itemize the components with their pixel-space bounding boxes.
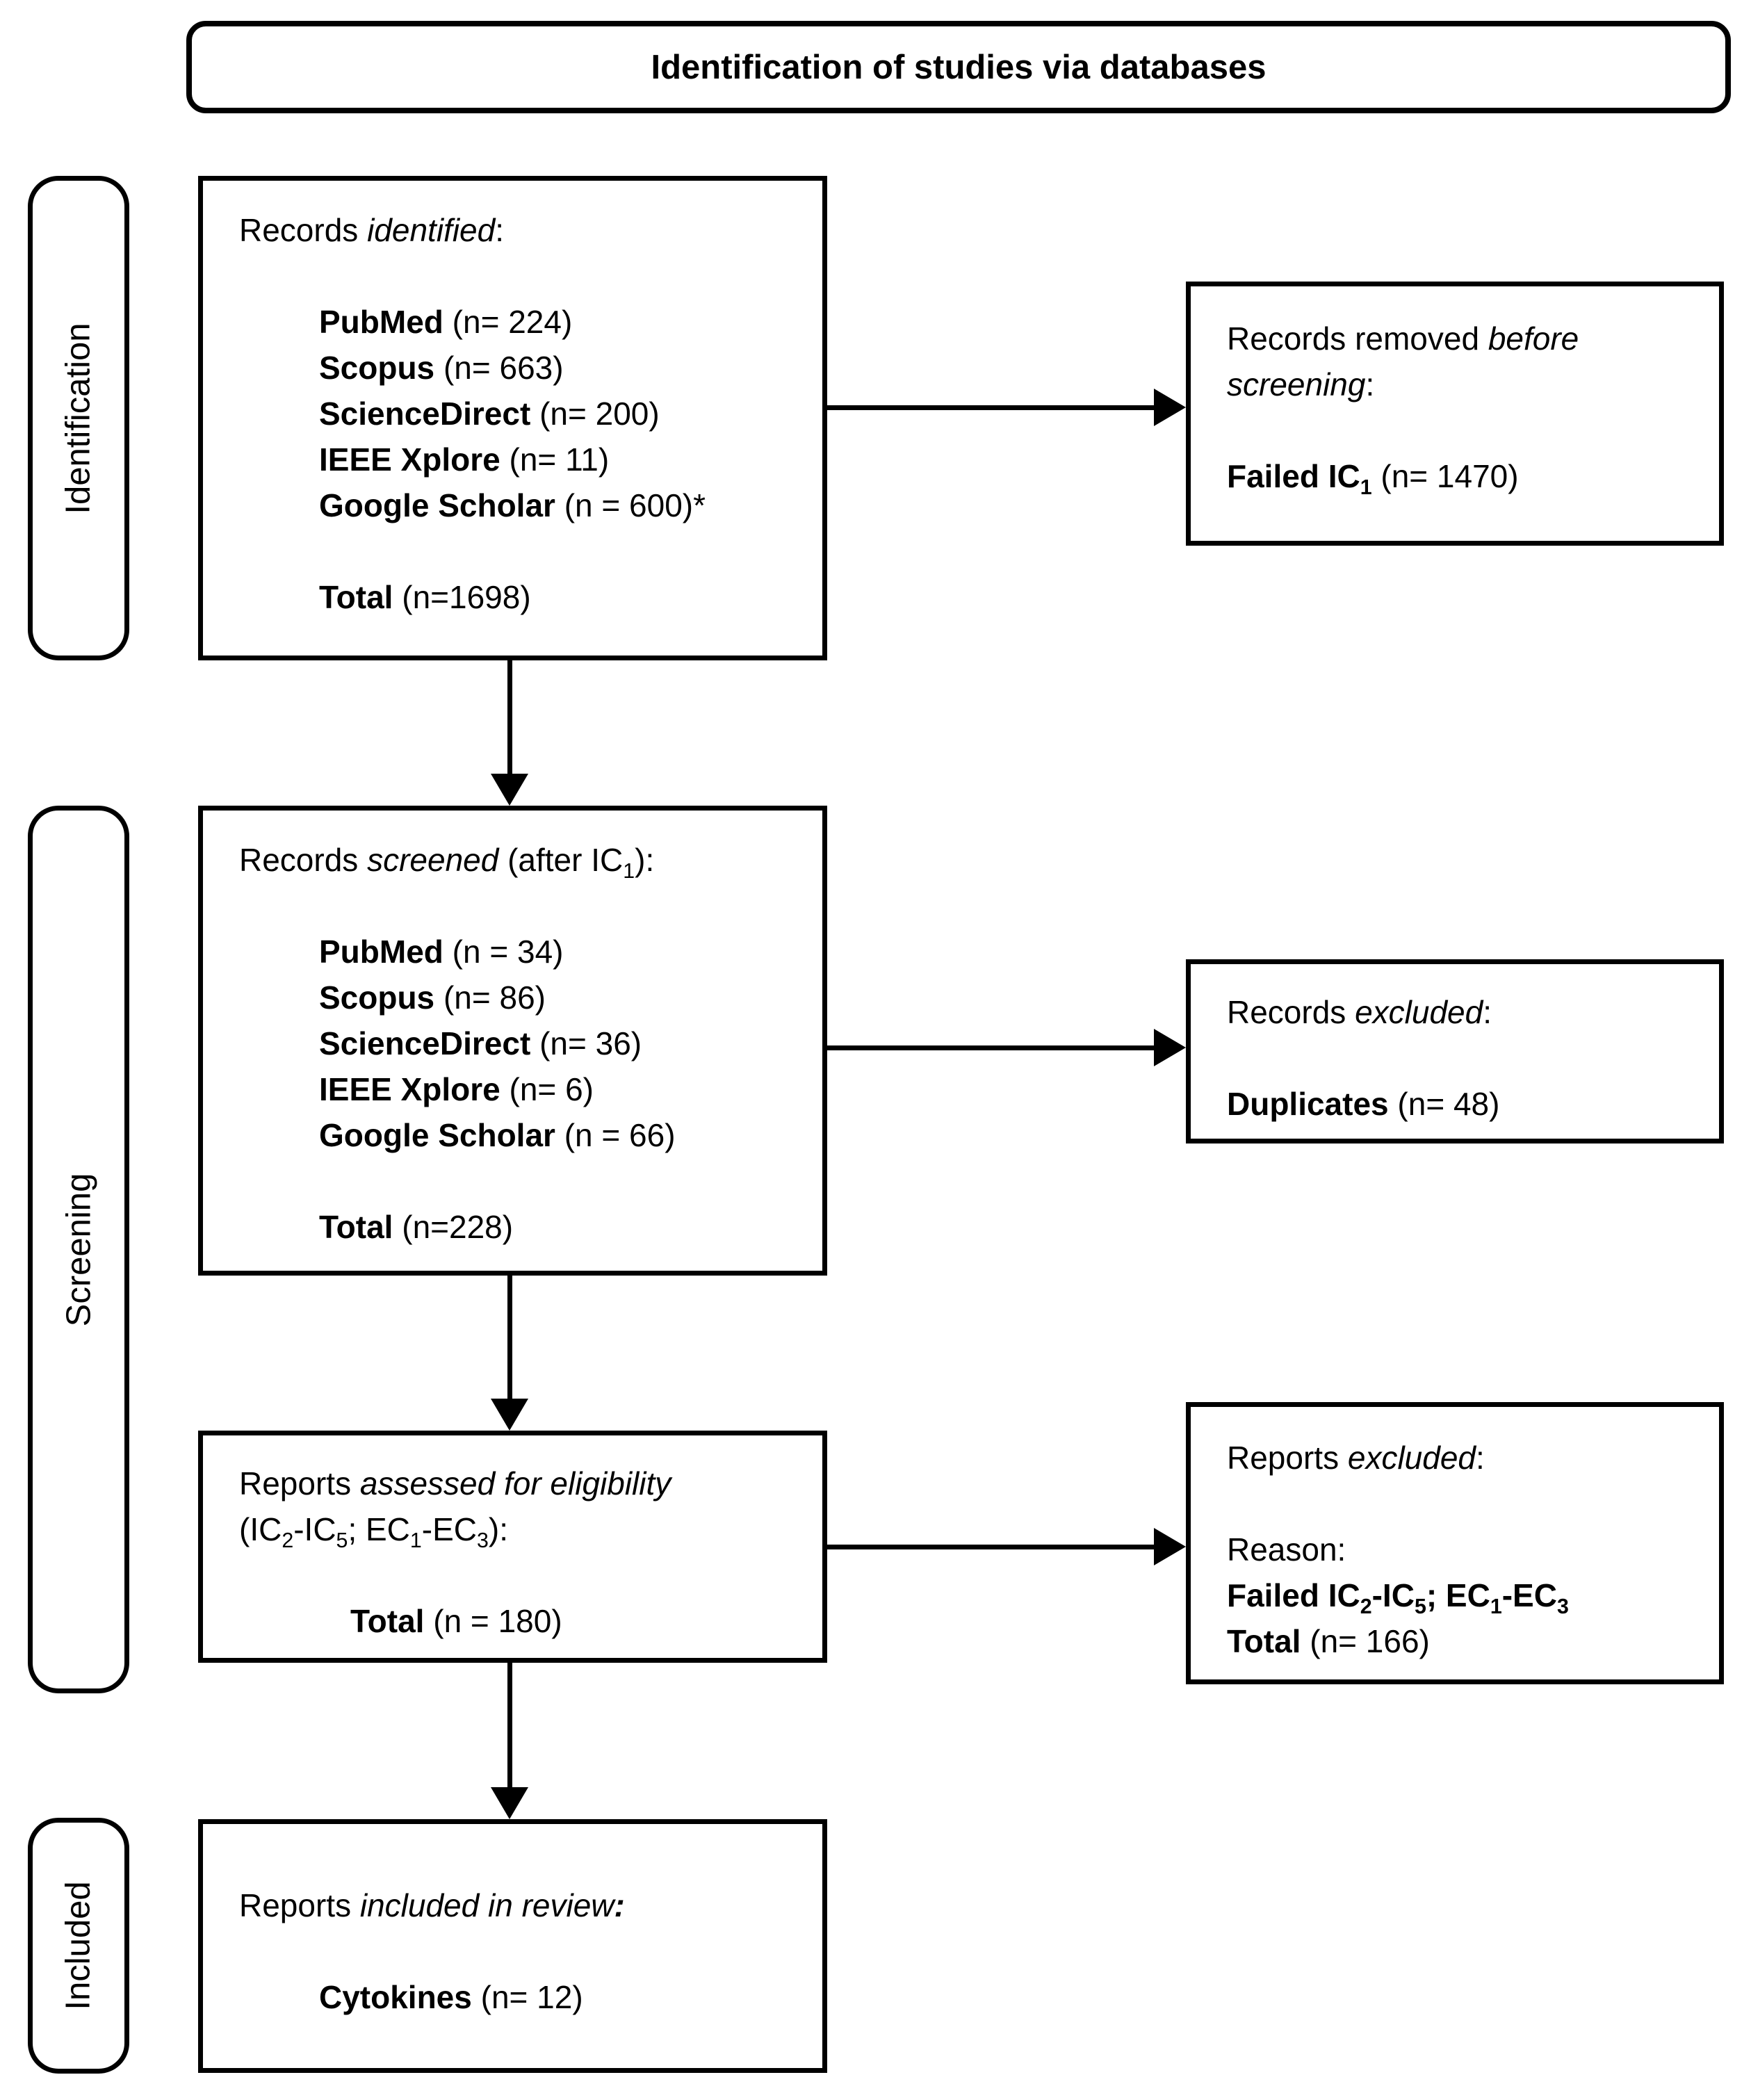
arrowhead-right-icon <box>1154 1029 1186 1066</box>
reports-assessed-box: Reports assessed for eligibility(IC2-IC5… <box>198 1431 827 1663</box>
stage-rail-screening: Screening <box>28 806 129 1693</box>
stage-label-identification: Identification <box>60 322 97 514</box>
reports-excluded-box: Reports excluded: Reason:Failed IC2-IC5;… <box>1186 1402 1724 1684</box>
stage-label-included: Included <box>60 1881 98 2010</box>
arrowhead-down-icon <box>491 1787 528 1819</box>
stage-rail-included: Included <box>28 1818 129 2074</box>
arrowhead-down-icon <box>491 774 528 806</box>
reports-included-box: Reports included in review: Cytokines (n… <box>198 1819 827 2073</box>
arrowhead-down-icon <box>491 1399 528 1431</box>
arrow-assessed-to-included <box>507 1663 512 1787</box>
records-screened-box: Records screened (after IC1): PubMed (n … <box>198 806 827 1276</box>
arrowhead-right-icon <box>1154 389 1186 426</box>
arrow-identified-to-screened <box>507 660 512 774</box>
diagram-title: Identification of studies via databases <box>651 48 1267 86</box>
arrow-identified-to-removed <box>827 405 1154 410</box>
stage-rail-identification: Identification <box>28 176 129 660</box>
stage-label-screening: Screening <box>60 1173 97 1326</box>
diagram-title-box: Identification of studies via databases <box>186 21 1731 113</box>
arrow-screened-to-assessed <box>507 1276 512 1399</box>
records-excluded-box: Records excluded: Duplicates (n= 48) <box>1186 959 1724 1143</box>
arrow-screened-to-excluded <box>827 1045 1154 1050</box>
records-identified-box: Records identified: PubMed (n= 224)Scopu… <box>198 176 827 660</box>
arrowhead-right-icon <box>1154 1528 1186 1565</box>
arrow-assessed-to-reports-excluded <box>827 1545 1154 1549</box>
